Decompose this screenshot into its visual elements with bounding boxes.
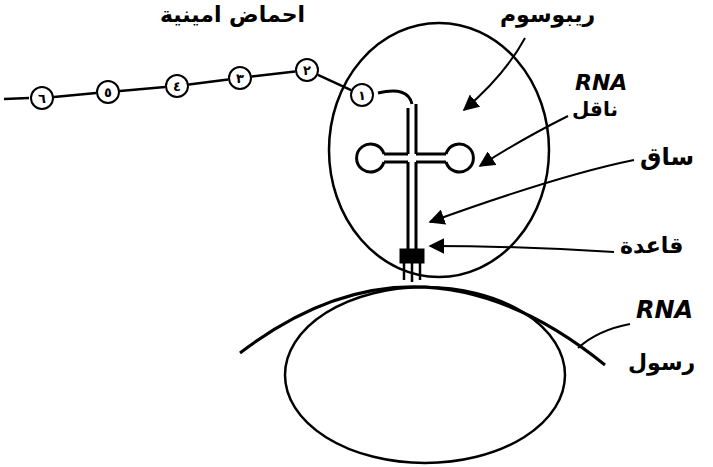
amino-acid-circle: ١ (350, 83, 374, 107)
amino-acid-circle: ٦ (30, 86, 54, 110)
amino-acid-number: ٤ (173, 80, 181, 93)
amino-acid-number: ٣ (236, 72, 244, 85)
part-label: ريبوسوم (500, 2, 595, 28)
part-label: رسول (628, 350, 695, 376)
part-label: RNA (575, 70, 627, 96)
ribosome-large-subunit (329, 23, 549, 277)
part-label: قاعدة (620, 233, 683, 259)
part-label: RNA (636, 296, 693, 325)
part-label: احماض امينية (160, 2, 305, 28)
mrna-strand (240, 287, 605, 365)
peptide-bond-line (252, 71, 295, 76)
amino-acid-number: ٦ (38, 92, 46, 105)
amino-acid-number: ٢ (303, 64, 311, 77)
chain-tail (4, 98, 29, 99)
part-label: ناقل (572, 97, 618, 121)
amino-acid-number: ٥ (104, 86, 112, 99)
amino-acid-circle: ٥ (96, 80, 120, 104)
leader-lines (430, 38, 634, 348)
trna-cloverleaf (357, 91, 474, 282)
amino-acid-circle: ٤ (165, 74, 189, 98)
part-label: ساق (640, 143, 694, 172)
peptide-bond-line (54, 93, 96, 97)
peptide-bond-line (318, 75, 351, 90)
peptide-bond-line (120, 87, 165, 91)
amino-acid-circle: ٣ (228, 66, 252, 90)
peptide-bond-line (189, 80, 228, 85)
amino-acid-circle: ٢ (295, 58, 319, 82)
amino-acid-number: ١ (358, 89, 366, 102)
